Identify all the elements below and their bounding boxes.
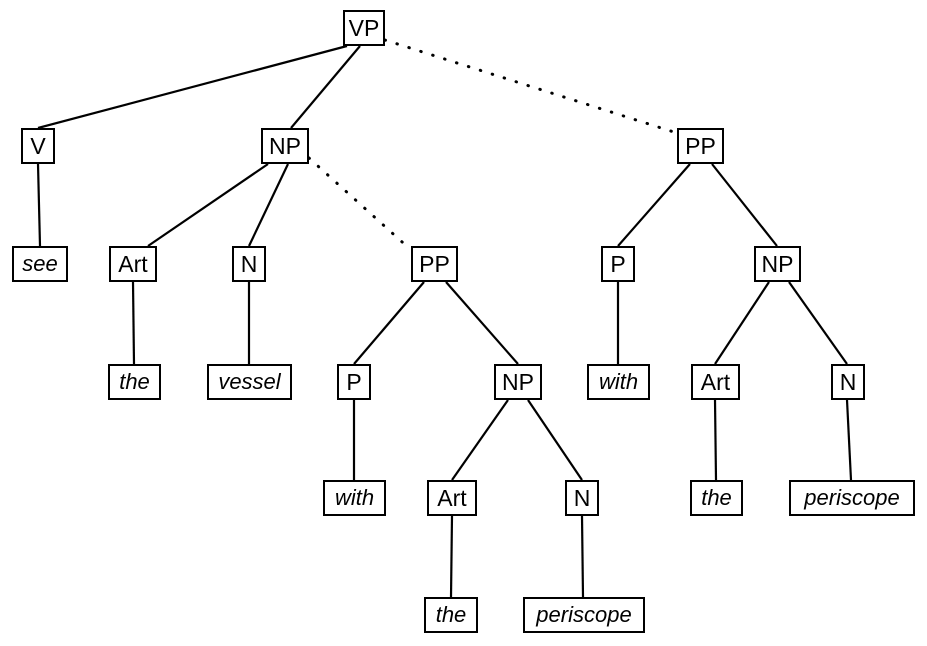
tree-node-np1: NP <box>261 128 309 164</box>
tree-leaf-periscope_r: periscope <box>789 480 915 516</box>
tree-edge-vp-to-v <box>37 44 348 130</box>
tree-edge-np1-to-pp_mid <box>307 156 413 252</box>
tree-leaf-periscope_m: periscope <box>523 597 645 633</box>
tree-leaf-the_r: the <box>690 480 743 516</box>
tree-node-n_r: N <box>831 364 865 400</box>
tree-edge-n_m-to-periscope_m <box>580 515 585 598</box>
tree-leaf-the_m: the <box>424 597 478 633</box>
tree-node-v: V <box>21 128 55 164</box>
tree-edge-np1-to-n1 <box>248 163 289 247</box>
tree-edge-vp-to-np1 <box>290 45 361 129</box>
tree-node-np_right: NP <box>754 246 801 282</box>
tree-node-n1: N <box>232 246 266 282</box>
tree-edge-np1-to-art1 <box>147 163 269 247</box>
tree-node-pp_right: PP <box>677 128 724 164</box>
tree-node-p_right: P <box>601 246 635 282</box>
tree-node-vp: VP <box>343 10 385 46</box>
tree-node-art_r: Art <box>691 364 740 400</box>
tree-edge-pp_right-to-np_right <box>711 163 778 247</box>
tree-edge-art_m-to-the_m <box>449 515 454 598</box>
tree-edge-art1-to-the1 <box>131 281 136 365</box>
tree-node-n_m: N <box>565 480 599 516</box>
tree-node-art_m: Art <box>427 480 477 516</box>
tree-edge-np_right-to-art_r <box>714 281 770 365</box>
tree-node-p_mid: P <box>337 364 371 400</box>
tree-edge-v-to-see <box>36 163 42 247</box>
tree-node-pp_mid: PP <box>411 246 458 282</box>
tree-leaf-see: see <box>12 246 68 282</box>
tree-edge-n_r-to-periscope_r <box>845 399 853 481</box>
tree-edge-np_mid-to-art_m <box>451 399 509 481</box>
tree-leaf-with_m: with <box>323 480 386 516</box>
tree-edge-pp_right-to-p_right <box>617 163 691 247</box>
tree-edge-art_r-to-the_r <box>713 399 718 481</box>
tree-leaf-with_r: with <box>587 364 650 400</box>
tree-edge-np_right-to-n_r <box>788 281 848 365</box>
tree-node-np_mid: NP <box>494 364 542 400</box>
tree-node-art1: Art <box>109 246 157 282</box>
tree-edge-pp_mid-to-p_mid <box>353 281 425 365</box>
tree-leaf-vessel: vessel <box>207 364 292 400</box>
tree-edge-vp-to-pp_right <box>383 38 679 135</box>
tree-edge-np_mid-to-n_m <box>527 399 583 481</box>
tree-leaf-the1: the <box>108 364 161 400</box>
tree-edge-pp_mid-to-np_mid <box>445 281 519 365</box>
